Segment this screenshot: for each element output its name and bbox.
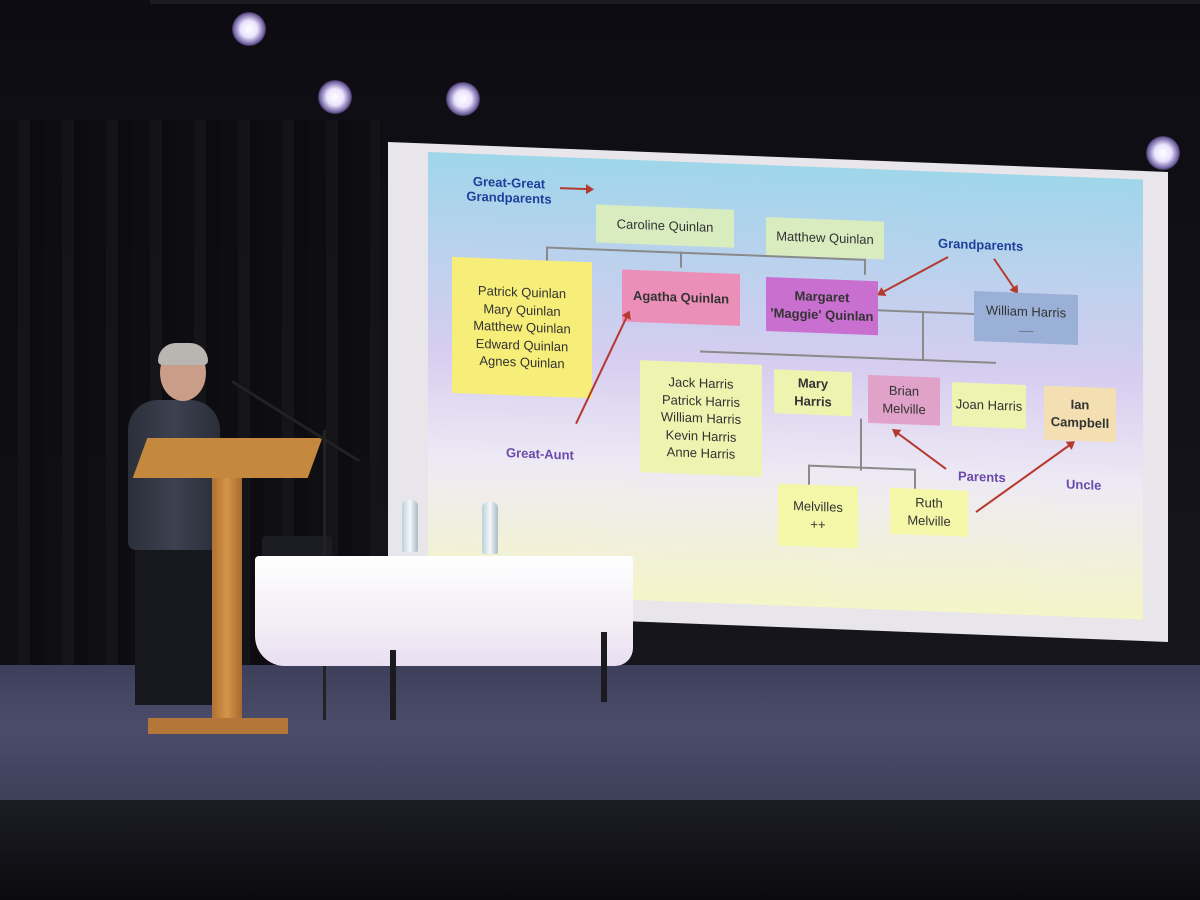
heading-uncle: Uncle (1066, 476, 1102, 493)
heading-great-aunt: Great-Aunt (506, 444, 574, 463)
lectern-base (148, 718, 288, 734)
person-agatha-quinlan: Agatha Quinlan (622, 269, 740, 326)
water-bottle (402, 500, 418, 552)
person-margaret-quinlan: Margaret 'Maggie' Quinlan (766, 276, 878, 336)
stage-light (1146, 136, 1180, 170)
harris-siblings: Jack Harris Patrick Harris William Harri… (640, 360, 762, 477)
name-line: Harris (794, 393, 832, 410)
person-caroline-quinlan: Caroline Quinlan (596, 204, 734, 248)
draped-table (255, 556, 633, 666)
person-matthew-quinlan: Matthew Quinlan (766, 216, 884, 260)
stage-light (318, 80, 352, 114)
arrow (993, 258, 1018, 293)
person-ruth-melville: Ruth Melville (890, 487, 968, 537)
name-line: Ruth (915, 495, 943, 512)
tree-line (878, 309, 974, 315)
tree-line (808, 464, 810, 487)
arrow (878, 256, 949, 296)
family-tree-slide: Great-Great Grandparents Caroline Quinla… (428, 152, 1143, 620)
person-ian-campbell: Ian Campbell (1044, 385, 1116, 443)
tree-line (700, 350, 996, 364)
name-line: Melville (907, 512, 951, 530)
sibling-name: Agnes Quinlan (479, 353, 565, 372)
tree-line (860, 418, 862, 471)
tree-line (680, 251, 682, 268)
name-line: William Harris (985, 302, 1067, 321)
stage-light (232, 12, 266, 46)
melvilles-group: Melvilles ++ (778, 483, 858, 549)
heading-grandparents: Grandparents (938, 235, 1024, 254)
lighting-truss (150, 0, 1200, 4)
heading-great-great-grandparents: Great-Great Grandparents (466, 173, 552, 207)
table-leg (601, 632, 607, 702)
stage-front-edge (0, 800, 1200, 900)
speaker-legs (135, 520, 215, 705)
table-leg (390, 650, 396, 720)
lectern-top (132, 438, 323, 478)
arrow (893, 429, 947, 470)
person-joan-harris: Joan Harris (952, 382, 1026, 429)
name-line: Melvilles (793, 498, 843, 516)
tree-line (922, 312, 924, 362)
name-line: ++ (810, 516, 826, 533)
tree-line (914, 468, 916, 491)
name-line: Campbell (1050, 413, 1110, 432)
quinlan-siblings: Patrick Quinlan Mary Quinlan Matthew Qui… (452, 256, 592, 399)
name-line: Ian (1070, 397, 1090, 413)
stage-light (446, 82, 480, 116)
sibling-name: Anne Harris (666, 444, 736, 463)
name-line: 'Maggie' Quinlan (770, 305, 874, 325)
tree-line (864, 258, 866, 275)
lectern-post (212, 470, 242, 725)
name-line: Margaret (794, 288, 850, 306)
person-william-harris: William Harris ___ (974, 290, 1078, 345)
speaker-hair (158, 343, 208, 365)
name-line: ___ (1018, 321, 1034, 332)
water-bottle (482, 502, 498, 554)
arrow (560, 187, 592, 191)
person-mary-harris: Mary Harris (774, 369, 852, 417)
name-line: Melville (882, 400, 926, 418)
heading-parents: Parents (958, 468, 1006, 486)
person-brian-melville: Brian Melville (868, 374, 940, 426)
name-line: Mary (797, 375, 829, 392)
name-line: Brian (888, 383, 920, 400)
